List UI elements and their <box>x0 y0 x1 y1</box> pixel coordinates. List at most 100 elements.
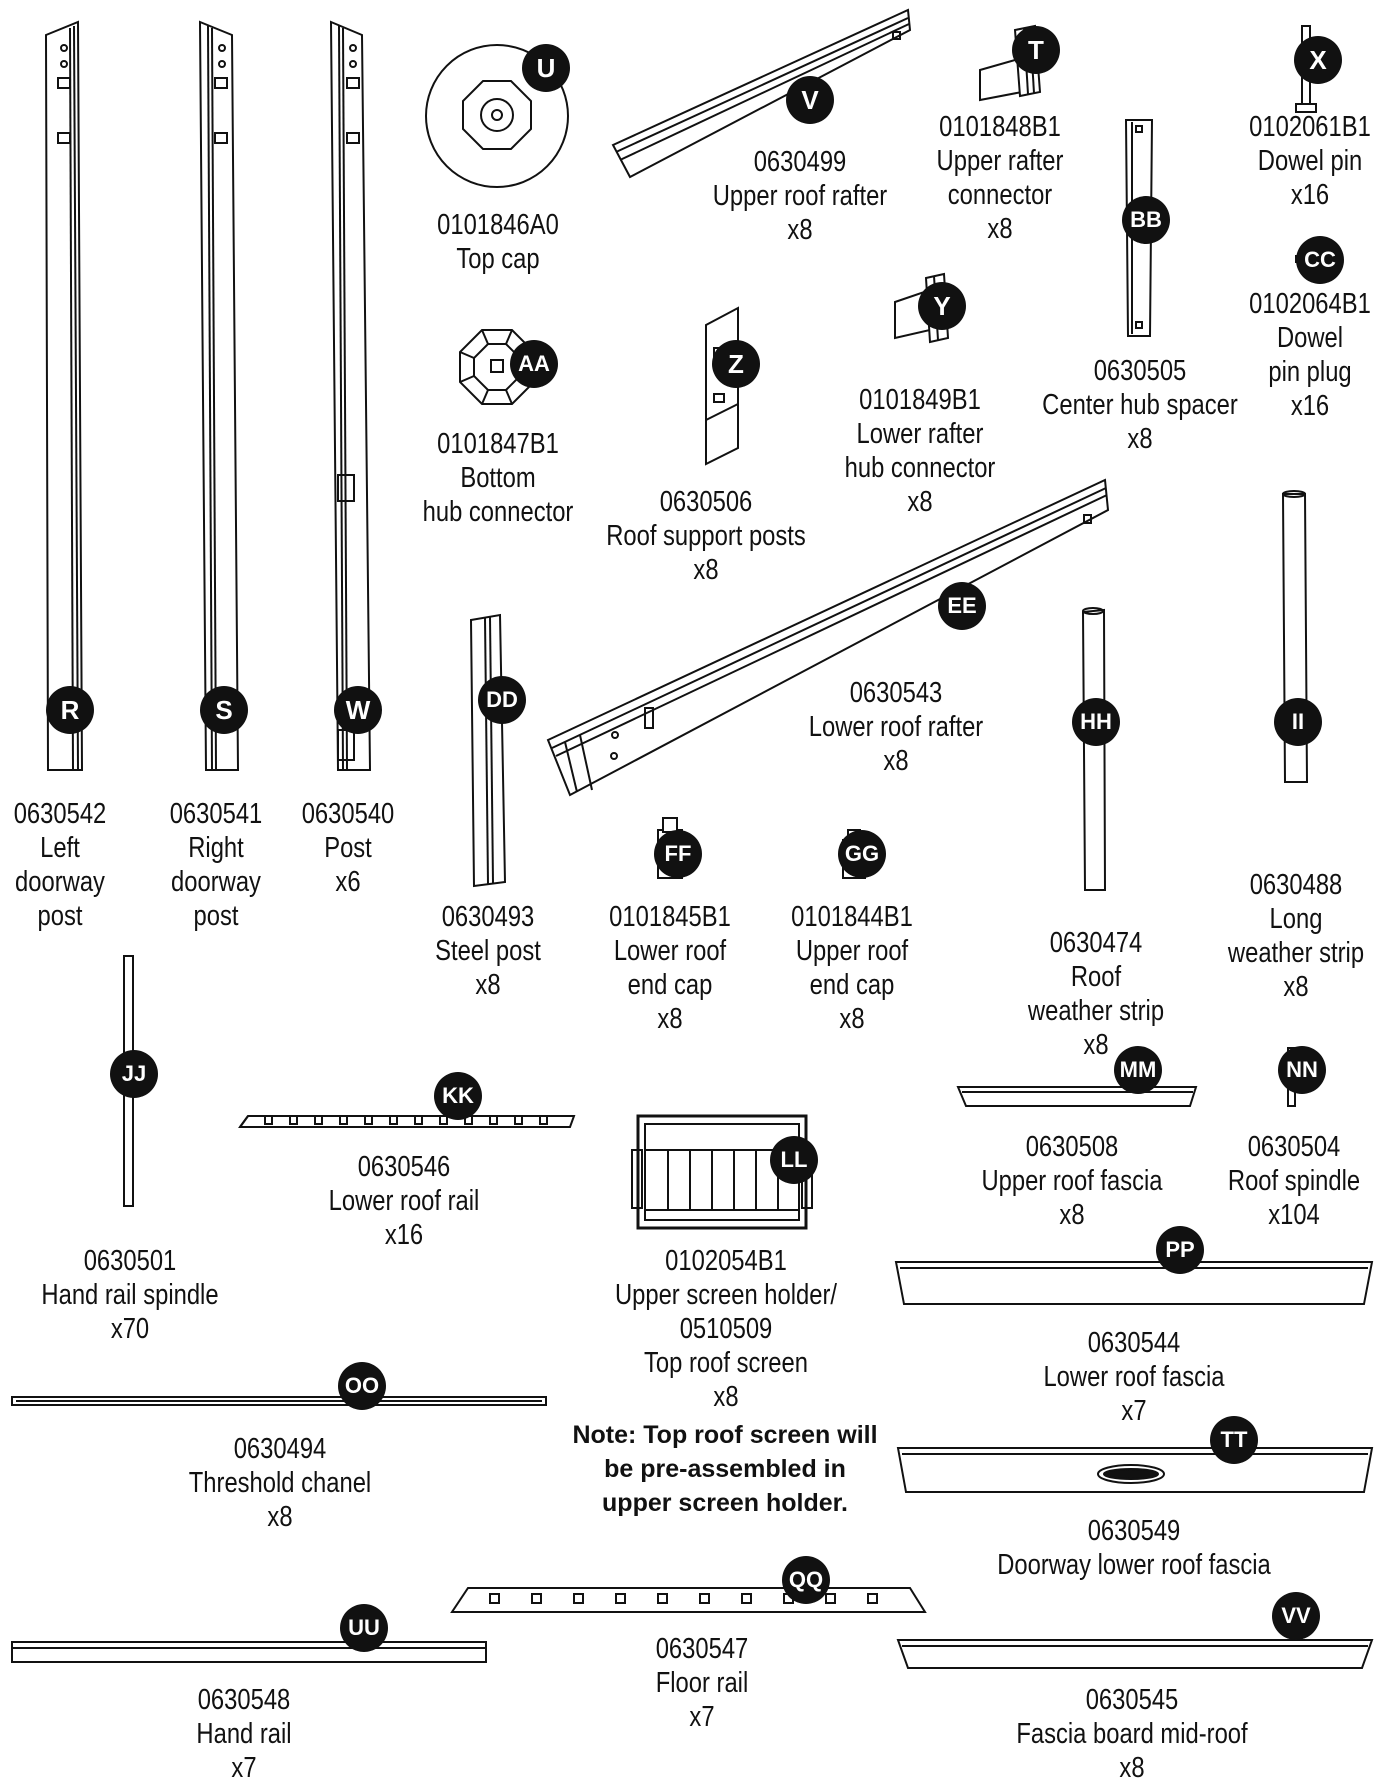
part-r-drawing <box>44 20 84 771</box>
part-badge-cc: CC <box>1296 236 1344 284</box>
part-name: Upper roof fascia <box>981 1165 1163 1197</box>
part-name: Center hub spacer <box>1042 389 1238 421</box>
part-number: 0630474 <box>1049 927 1143 959</box>
part-quantity: x8 <box>907 486 933 518</box>
part-name: doorway <box>171 866 261 898</box>
part-name: Dowel <box>1276 322 1344 354</box>
part-badge-y: Y <box>918 282 966 330</box>
part-number: 0101847B1 <box>437 428 559 460</box>
part-badge-bb: BB <box>1122 196 1170 244</box>
part-number: 0101849B1 <box>859 384 981 416</box>
part-oo-drawing <box>11 1396 547 1406</box>
part-name: Upper screen holder/ <box>614 1279 838 1311</box>
part-badge-ll: LL <box>770 1136 818 1184</box>
part-number: 0102064B1 <box>1249 288 1371 320</box>
part-number: 0630541 <box>169 798 263 830</box>
note-line: be pre-assembled in <box>604 1455 846 1483</box>
part-name: Right <box>188 832 244 864</box>
part-quantity: x8 <box>883 745 909 777</box>
part-number: 0630542 <box>13 798 107 830</box>
part-quantity: x16 <box>1290 179 1330 211</box>
part-badge-kk: KK <box>434 1072 482 1120</box>
part-number: 0630504 <box>1247 1131 1341 1163</box>
part-number: 0630506 <box>659 486 753 518</box>
part-name: hub connector <box>422 496 574 528</box>
part-number: 0630540 <box>301 798 395 830</box>
part-quantity: x8 <box>657 1003 683 1035</box>
part-name: Fascia board mid-roof <box>1016 1718 1248 1750</box>
part-name: Lower roof rail <box>328 1185 480 1217</box>
part-badge-nn: NN <box>1278 1046 1326 1094</box>
part-hh-drawing <box>1081 607 1107 891</box>
part-badge-ii: II <box>1274 698 1322 746</box>
part-badge-vv: VV <box>1272 1592 1320 1640</box>
part-w-drawing <box>329 20 372 771</box>
part-number: 0630546 <box>357 1151 451 1183</box>
part-badge-dd: DD <box>478 676 526 724</box>
part-quantity: x8 <box>713 1381 739 1413</box>
part-quantity: x8 <box>267 1501 293 1533</box>
part-badge-jj: JJ <box>110 1050 158 1098</box>
part-kk-drawing <box>238 1115 576 1128</box>
part-name: Upper roof rafter <box>712 180 888 212</box>
part-name: Upper rafter <box>936 145 1064 177</box>
part-quantity: x16 <box>1290 390 1330 422</box>
part-name: Roof <box>1070 961 1122 993</box>
part-number: 0630548 <box>197 1684 291 1716</box>
part-badge-aa: AA <box>510 340 558 388</box>
part-name: Steel post <box>435 935 541 967</box>
part-name: Post <box>324 832 372 864</box>
part-badge-uu: UU <box>340 1604 388 1652</box>
part-badge-ee: EE <box>938 582 986 630</box>
part-name: Bottom <box>460 462 536 494</box>
part-name: Hand rail spindle <box>41 1279 219 1311</box>
note-line: upper screen holder. <box>602 1489 848 1517</box>
part-badge-oo: OO <box>338 1362 386 1410</box>
part-quantity: x6 <box>335 866 361 898</box>
pre-assembly-note: Note: Top roof screen will be pre-assemb… <box>560 1418 890 1520</box>
part-quantity: x8 <box>787 214 813 246</box>
part-name: Lower roof <box>613 935 727 967</box>
part-ee-drawing <box>546 478 1110 797</box>
part-qq-drawing <box>450 1587 927 1613</box>
part-name: Roof spindle <box>1227 1165 1361 1197</box>
part-badge-x: X <box>1294 36 1342 84</box>
part-quantity: x8 <box>1127 423 1153 455</box>
part-number: 0630508 <box>1025 1131 1119 1163</box>
part-badge-gg: GG <box>838 830 886 878</box>
part-quantity: x8 <box>1283 971 1309 1003</box>
part-number: 0102061B1 <box>1249 111 1371 143</box>
part-badge-tt: TT <box>1210 1416 1258 1464</box>
part-name: 0510509 <box>679 1313 773 1345</box>
part-name: end cap <box>627 969 713 1001</box>
part-number: 0101844B1 <box>791 901 913 933</box>
part-name: pin plug <box>1268 356 1352 388</box>
part-name: Left <box>40 832 80 864</box>
part-badge-hh: HH <box>1072 698 1120 746</box>
part-name: Floor rail <box>655 1667 749 1699</box>
part-quantity: x7 <box>1121 1395 1147 1427</box>
part-quantity: x8 <box>475 969 501 1001</box>
part-badge-z: Z <box>712 340 760 388</box>
part-name: Lower rafter <box>856 418 984 450</box>
part-quantity: x8 <box>1059 1199 1085 1231</box>
